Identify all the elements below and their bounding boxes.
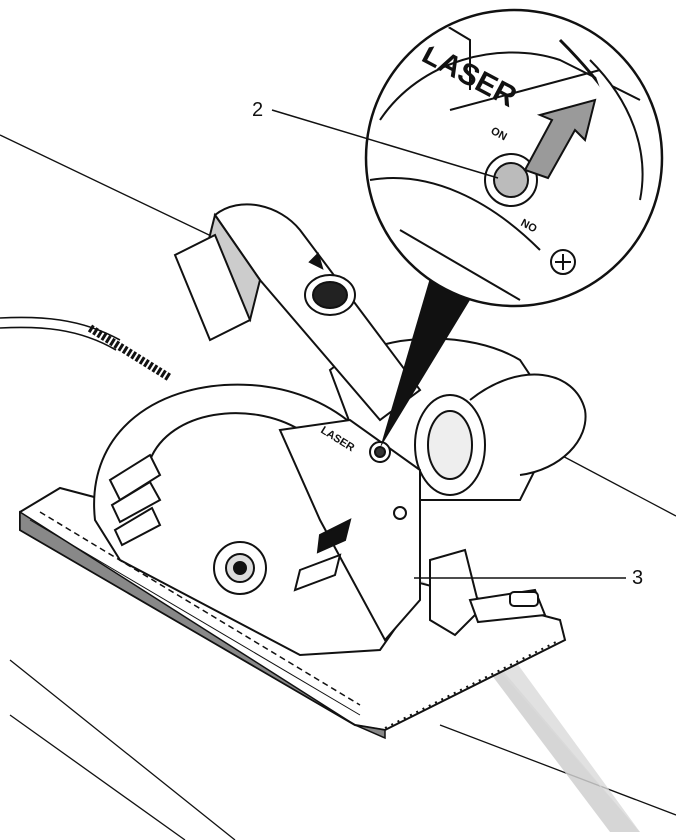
zoom-pointer	[380, 278, 470, 448]
bevel-adjuster	[429, 548, 547, 637]
arbor-bolt	[213, 541, 267, 595]
laser-switch-button	[484, 153, 538, 207]
work-surface-lines	[0, 134, 676, 840]
zoom-detail: LASER ON NO	[364, 8, 664, 308]
power-cord	[0, 316, 173, 382]
callout-2: 2	[252, 99, 263, 121]
laser-module: LASER	[278, 418, 421, 642]
callout-leaders	[271, 109, 626, 579]
callout-3: 3	[632, 567, 643, 589]
depth-knob	[304, 252, 356, 316]
press-arrow-icon	[523, 98, 597, 180]
